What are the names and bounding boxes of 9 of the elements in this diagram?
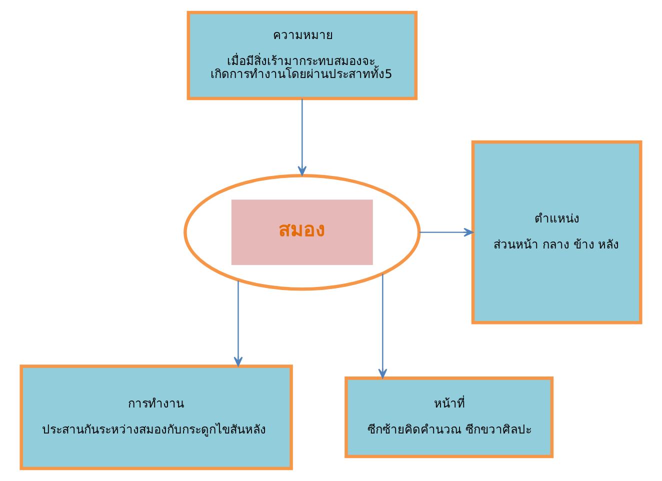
node-box: ความหมาย เมื่อมีสิ่งเร้ามากระทบสมองจะเกิดการทำงานโดยผ่านประสาททั้ง5 <box>186 10 418 100</box>
node-box: หน้าที่ ซีกซ้ายคิดคำนวณ ซีกขวาศิลปะ <box>344 376 554 458</box>
node-box: การทำงาน ประสานกันระหว่างสมองกับกระดูกไขสันหลัง <box>20 364 293 470</box>
node-box: ตำแหน่ง ส่วนหน้า กลาง ข้าง หลัง <box>471 140 642 324</box>
arrow <box>419 228 474 237</box>
arrow <box>298 98 307 176</box>
node-ellipse: สมอง <box>184 174 421 291</box>
arrow <box>378 274 388 378</box>
arrow <box>234 280 243 366</box>
